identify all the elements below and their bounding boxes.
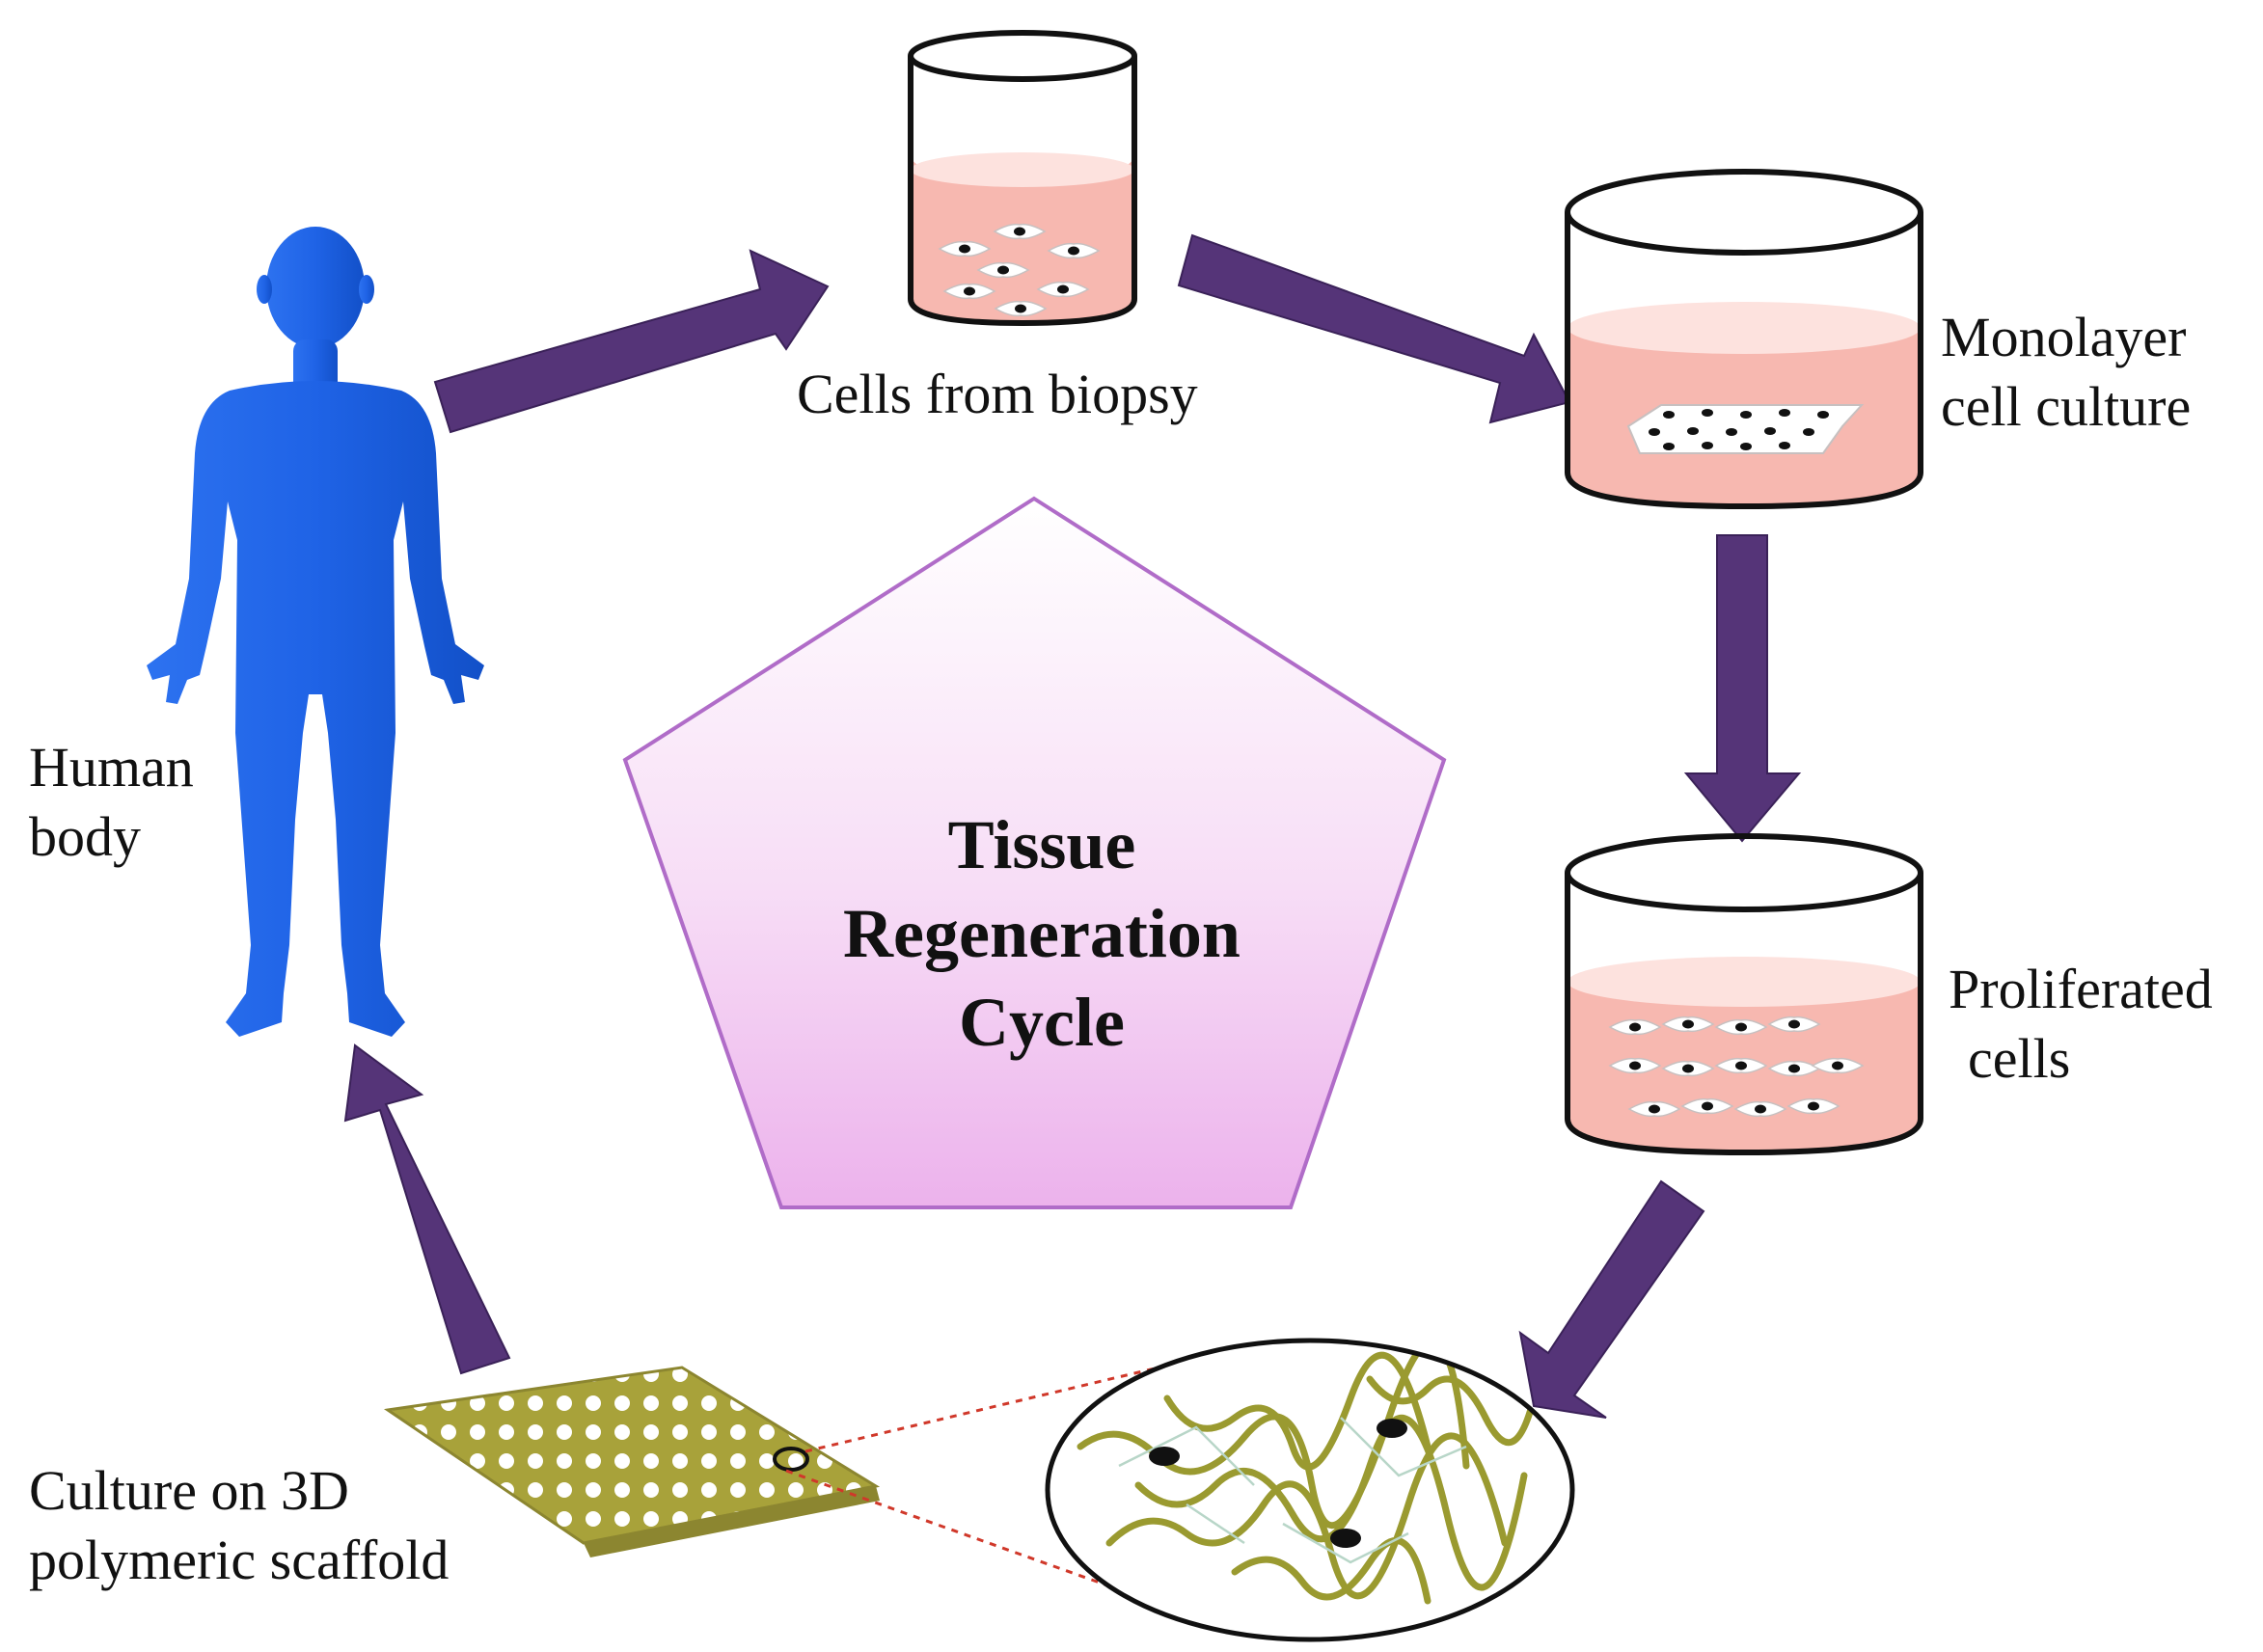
label-human-body-line-1: Human [29,736,194,799]
arrow-monolayer-to-proliferated [1683,534,1802,843]
arrow-biopsy-to-monolayer [1177,233,1571,424]
human-figure-icon [147,227,484,1037]
title-line-1: Tissue [947,806,1136,883]
label-monolayer-line-1: Monolayer [1941,306,2187,368]
label-proliferated: Proliferated cells [1949,955,2213,1094]
label-monolayer: Monolayer cell culture [1941,303,2191,442]
label-human-body: Human body [29,733,194,872]
monolayer-beaker-icon [1565,169,1923,510]
label-biopsy: Cells from biopsy [797,360,1198,429]
label-human-body-line-2: body [29,805,141,868]
label-scaffold-line-1: Culture on 3D [29,1459,349,1522]
label-monolayer-line-2: cell culture [1941,375,2192,438]
arrow-scaffold-to-body [343,1043,511,1375]
label-proliferated-line-2: cells [1968,1027,2071,1090]
biopsy-beaker-icon [908,30,1137,327]
label-biopsy-line-1: Cells from biopsy [797,363,1198,425]
arrow-proliferated-to-scaffold [1518,1179,1705,1419]
label-scaffold-line-2: polymeric scaffold [29,1529,450,1591]
label-proliferated-line-1: Proliferated [1949,958,2213,1020]
title-line-2: Regeneration [843,895,1241,972]
scaffold-sheet-icon [383,1366,881,1557]
scaffold-fiber-zoom-icon [1045,1338,1575,1642]
diagram-title: Tissue Regeneration Cycle [704,800,1379,1067]
proliferated-beaker-icon [1565,833,1923,1156]
arrow-body-to-biopsy [433,249,830,434]
label-scaffold: Culture on 3D polymeric scaffold [29,1456,449,1595]
center-pentagon [622,496,1447,1209]
title-line-3: Cycle [959,984,1125,1061]
